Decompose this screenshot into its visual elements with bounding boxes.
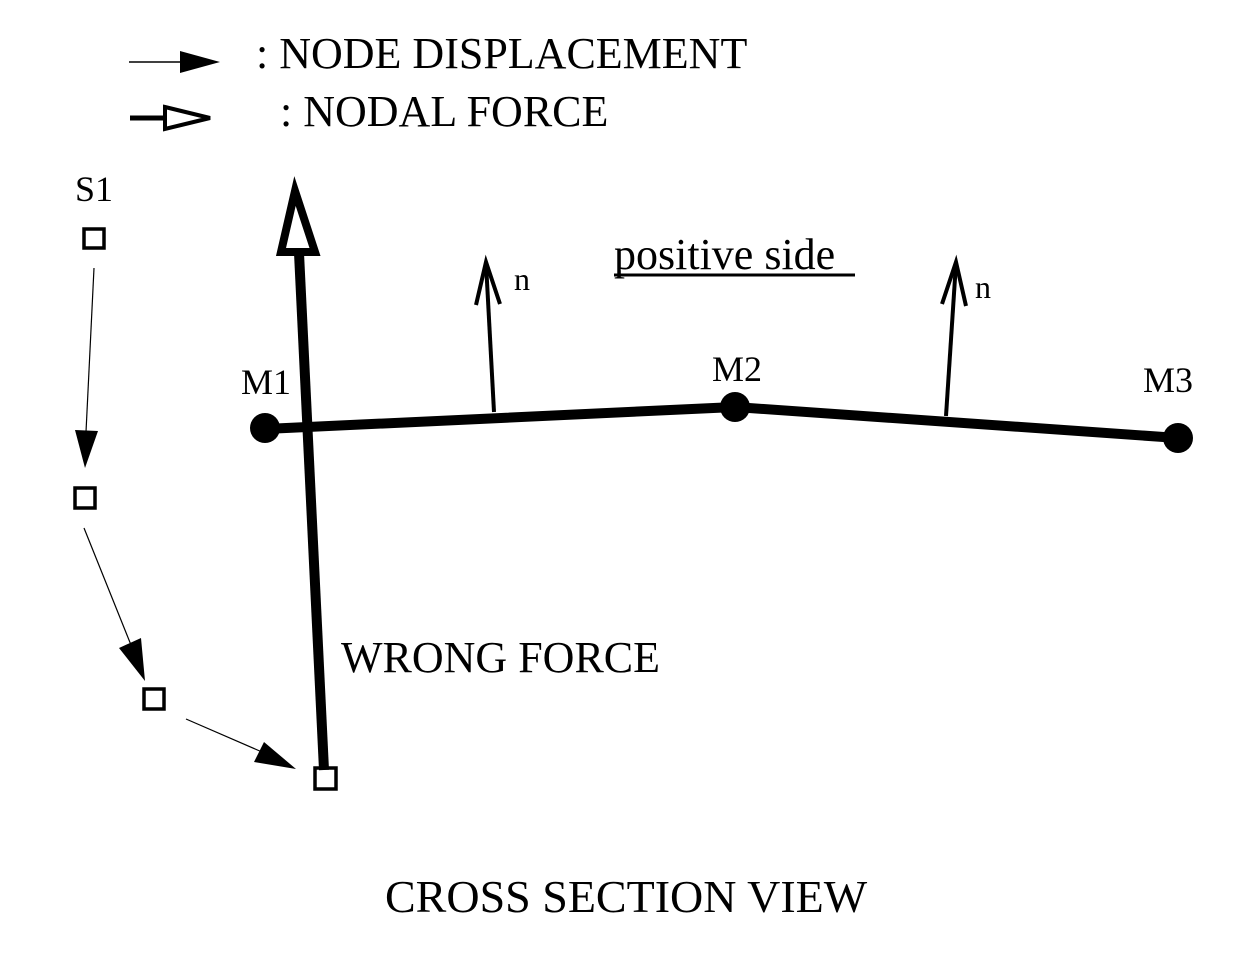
legend: : NODE DISPLACEMENT : NODAL FORCE: [129, 29, 747, 136]
open-arrow-icon: [130, 104, 211, 132]
positive-side-label: positive side: [614, 230, 835, 279]
slave-node-position-3: [142, 687, 166, 711]
filled-arrow-icon: [129, 51, 220, 73]
master-node-m2: [720, 392, 750, 422]
master-node-label-m1: M1: [241, 362, 291, 402]
slave-node-position-1: [82, 227, 106, 250]
legend-nodal-force: : NODAL FORCE: [280, 87, 608, 136]
normal-vector-1: [474, 254, 502, 413]
slave-node-position-2: [73, 486, 97, 510]
displacement-arrow-2: [83, 527, 145, 681]
master-surface: [250, 392, 1193, 453]
figure-title: CROSS SECTION VIEW: [385, 871, 868, 922]
master-node-m1: [250, 413, 280, 443]
wrong-force-arrow: [275, 176, 329, 771]
master-node-m3: [1163, 423, 1193, 453]
master-node-label-m3: M3: [1143, 360, 1193, 400]
normal-label-2: n: [975, 269, 991, 305]
master-node-label-m2: M2: [712, 349, 762, 389]
wrong-force-label: WRONG FORCE: [341, 633, 660, 682]
slave-node-label: S1: [75, 169, 113, 209]
normal-label-1: n: [514, 261, 530, 297]
slave-node-position-4: [313, 766, 338, 791]
displacement-arrow-3: [185, 718, 296, 769]
displacement-arrow-1: [75, 267, 98, 468]
legend-node-displacement: : NODE DISPLACEMENT: [256, 29, 747, 78]
normal-vector-2: [940, 254, 968, 417]
